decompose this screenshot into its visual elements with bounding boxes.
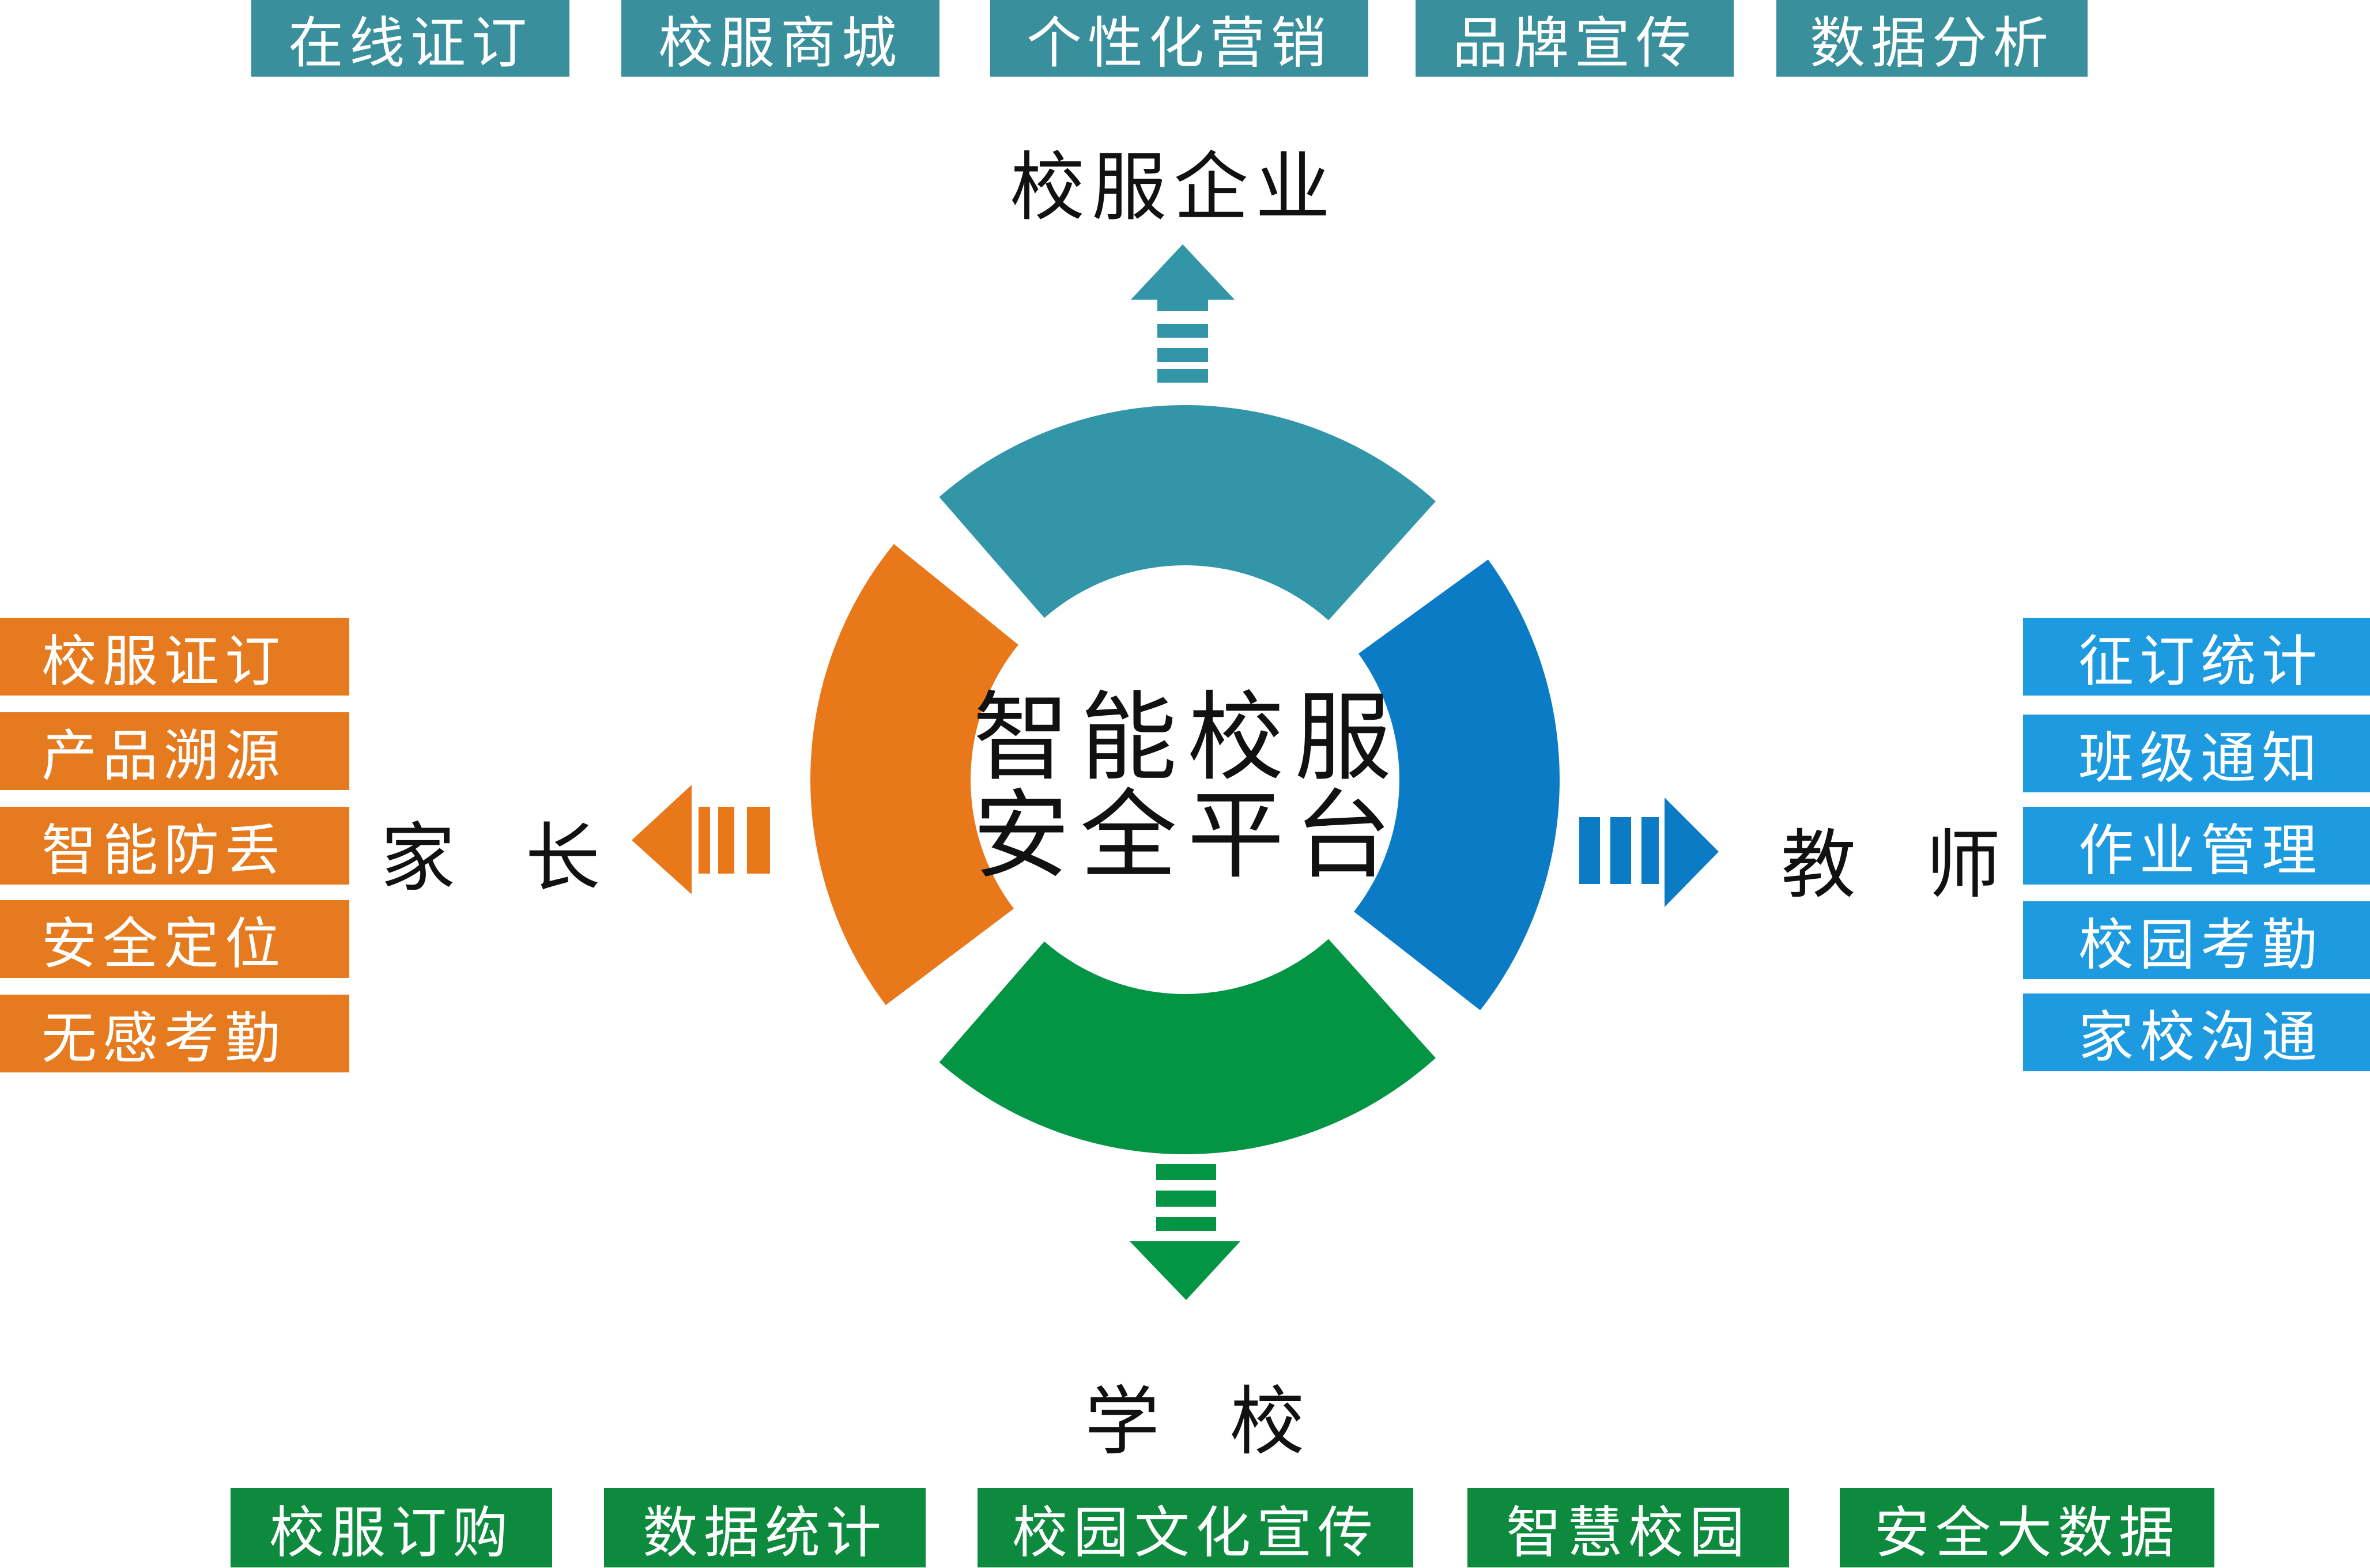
school-item-stats: 数据统计: [604, 1488, 926, 1567]
arrow-down-icon: [1130, 1164, 1240, 1300]
parent-item-uniform-order: 校服证订: [0, 618, 349, 696]
ring-segment-right: [1354, 559, 1560, 1011]
school-item-big-data: 安全大数据: [1840, 1488, 2214, 1567]
parent-item-location: 安全定位: [0, 900, 349, 978]
parent-item-attendance: 无感考勤: [0, 995, 349, 1072]
teacher-item-order-stats: 征订统计: [2023, 618, 2370, 696]
school-title: 学 校: [1085, 1378, 1328, 1465]
enterprise-title: 校服企业: [1010, 143, 1338, 231]
teacher-item-attendance: 校园考勤: [2023, 901, 2370, 979]
ring-segment-left: [810, 543, 1018, 1006]
enterprise-item-analytics: 数据分析: [1776, 0, 2088, 77]
enterprise-item-mall: 校服商城: [621, 0, 939, 77]
ring-segment-bottom: [939, 939, 1436, 1155]
arrow-right-icon: [1579, 798, 1719, 907]
platform-title-line2: 安全平台: [973, 779, 1402, 892]
enterprise-item-online-order: 在线证订: [251, 0, 569, 77]
teacher-item-class-notice: 班级通知: [2023, 715, 2370, 792]
platform-title-line1: 智能校服: [973, 681, 1402, 794]
school-item-culture: 校园文化宣传: [978, 1488, 1413, 1567]
arrow-left-icon: [632, 785, 770, 894]
enterprise-item-brand: 品牌宣传: [1416, 0, 1734, 77]
ring-segment-top: [939, 405, 1436, 621]
parent-item-anti-loss: 智能防丢: [0, 807, 349, 885]
school-item-smart-campus: 智慧校园: [1467, 1488, 1789, 1567]
arrow-up-icon: [1131, 244, 1235, 383]
teacher-title: 教 师: [1781, 821, 2024, 909]
school-item-purchase: 校服订购: [231, 1488, 552, 1567]
teacher-item-home-school: 家校沟通: [2023, 993, 2370, 1071]
enterprise-item-marketing: 个性化营销: [990, 0, 1368, 77]
teacher-item-homework: 作业管理: [2023, 807, 2370, 885]
parent-title: 家 长: [380, 814, 624, 902]
parent-item-traceability: 产品溯源: [0, 712, 349, 790]
